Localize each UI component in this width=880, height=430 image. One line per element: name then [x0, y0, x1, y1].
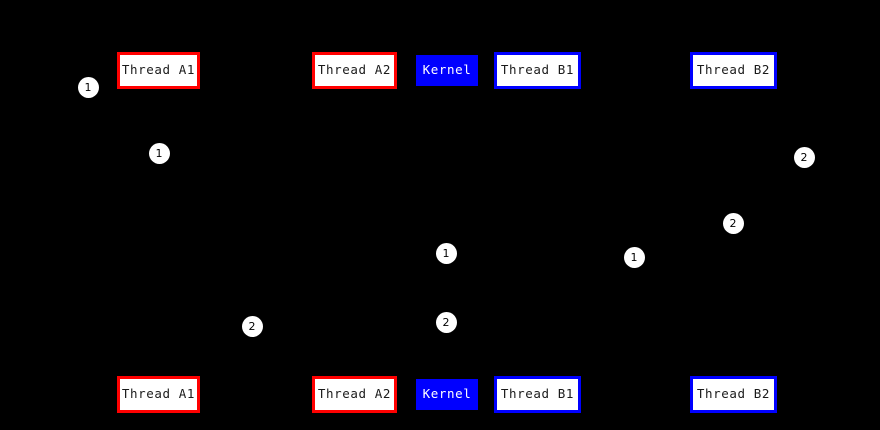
lifeline-thread-b1 [537, 89, 538, 376]
participant-label: Thread A1 [121, 386, 196, 402]
participant-label: Kernel [422, 62, 472, 78]
message-arrow-7 [353, 352, 446, 358]
participant-bottom-thread-b1[interactable]: Thread B1 [494, 376, 581, 413]
sequence-badge-2: 2 [722, 212, 744, 234]
lifeline-kernel [446, 85, 447, 379]
participant-top-thread-b1[interactable]: Thread B1 [494, 52, 581, 89]
participant-top-thread-a1[interactable]: Thread A1 [117, 52, 200, 89]
participant-bottom-kernel[interactable]: Kernel [416, 379, 478, 410]
sequence-badge-1: 1 [435, 242, 457, 264]
sequence-badge-1: 1 [148, 142, 170, 164]
participant-top-kernel[interactable]: Kernel [416, 55, 478, 86]
participant-label: Thread A2 [317, 386, 392, 402]
participant-bottom-thread-b2[interactable]: Thread B2 [690, 376, 777, 413]
participant-bottom-thread-a2[interactable]: Thread A2 [312, 376, 397, 413]
message-arrow-6 [445, 287, 537, 293]
message-arrow-2 [158, 183, 355, 189]
participant-label: Thread A1 [121, 62, 196, 78]
sequence-badge-2: 2 [793, 146, 815, 168]
sequence-badge-2: 2 [435, 311, 457, 333]
participant-top-thread-a2[interactable]: Thread A2 [312, 52, 397, 89]
sequence-badge-1: 1 [77, 76, 99, 98]
participant-label: Thread B2 [696, 62, 771, 78]
lifeline-thread-a1 [158, 89, 159, 376]
participant-label: Thread B1 [500, 386, 575, 402]
sequence-badge-1: 1 [623, 246, 645, 268]
participant-label: Thread B1 [500, 62, 575, 78]
sequence-badge-2: 2 [241, 315, 263, 337]
message-arrow-5 [354, 283, 447, 289]
participant-label: Thread A2 [317, 62, 392, 78]
lifeline-thread-a2 [354, 89, 355, 376]
participant-top-thread-b2[interactable]: Thread B2 [690, 52, 777, 89]
message-arrow-8 [157, 356, 446, 362]
participant-label: Thread B2 [696, 386, 771, 402]
participant-bottom-thread-a1[interactable]: Thread A1 [117, 376, 200, 413]
participant-label: Kernel [422, 386, 472, 402]
